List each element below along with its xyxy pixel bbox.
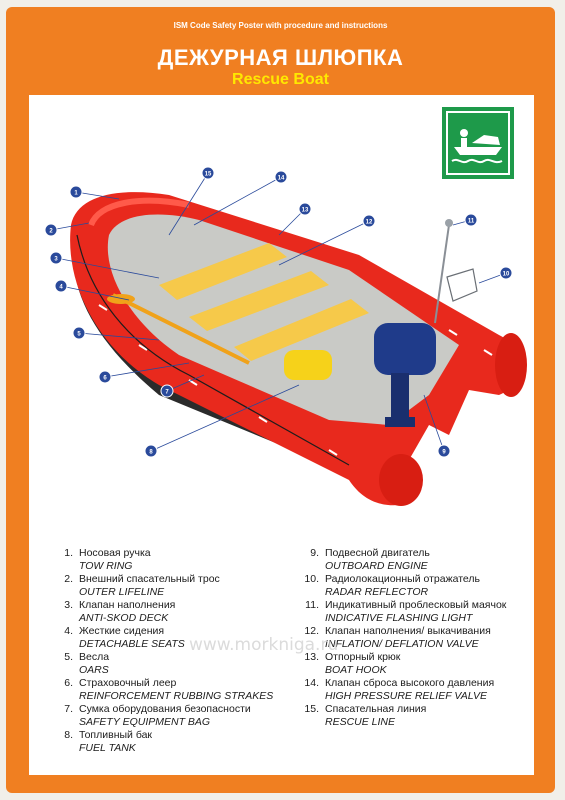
callout-12: 12 xyxy=(362,214,376,228)
callout-1: 1 xyxy=(69,185,83,199)
callout-7: 7 xyxy=(160,384,174,398)
callout-14: 14 xyxy=(274,170,288,184)
svg-text:12: 12 xyxy=(366,220,373,226)
callout-2: 2 xyxy=(44,223,58,237)
callout-4: 4 xyxy=(54,279,68,293)
poster-frame: ISM Code Safety Poster with procedure an… xyxy=(6,7,555,793)
svg-text:11: 11 xyxy=(468,219,475,225)
title-russian: ДЕЖУРНАЯ ШЛЮПКА xyxy=(157,45,404,70)
radar-reflector xyxy=(446,268,478,302)
callout-11: 11 xyxy=(464,213,478,227)
svg-text:9: 9 xyxy=(442,450,446,456)
callout-8: 8 xyxy=(144,444,158,458)
svg-text:1: 1 xyxy=(74,191,78,197)
poster-subtitle: ISM Code Safety Poster with procedure an… xyxy=(173,21,388,30)
callout-3: 3 xyxy=(49,251,63,265)
boat-seat xyxy=(159,243,287,300)
outboard-engine xyxy=(374,323,436,375)
callout-13: 13 xyxy=(298,202,312,216)
callout-6: 6 xyxy=(98,370,112,384)
callout-9: 9 xyxy=(437,444,451,458)
rescue-boat-icon xyxy=(446,111,510,175)
rescue-boat-illustration: 1 2 3 4 5 6 7 8 9 10 11 12 13 14 15 xyxy=(44,166,527,506)
boat-seat xyxy=(234,299,369,361)
fuel-tank xyxy=(284,350,332,380)
rescue-boat-sign xyxy=(442,107,514,179)
callout-5: 5 xyxy=(72,326,86,340)
svg-text:7: 7 xyxy=(165,390,169,396)
watermark: www.morkniga.ru xyxy=(189,635,339,655)
svg-text:13: 13 xyxy=(302,208,309,214)
svg-text:4: 4 xyxy=(59,285,63,291)
boat-seat xyxy=(189,271,329,331)
callout-15: 15 xyxy=(201,166,215,180)
svg-text:14: 14 xyxy=(278,176,285,182)
content-panel: 1 2 3 4 5 6 7 8 9 10 11 12 13 14 15 xyxy=(29,95,534,775)
callout-10: 10 xyxy=(499,266,513,280)
boat-deck xyxy=(107,214,460,425)
svg-text:5: 5 xyxy=(77,332,81,338)
svg-text:8: 8 xyxy=(149,450,153,456)
svg-text:2: 2 xyxy=(49,229,53,235)
title-english: Rescue Boat xyxy=(232,71,329,88)
svg-text:6: 6 xyxy=(103,376,107,382)
svg-text:3: 3 xyxy=(54,257,58,263)
svg-text:15: 15 xyxy=(205,172,212,178)
svg-text:10: 10 xyxy=(503,272,510,278)
